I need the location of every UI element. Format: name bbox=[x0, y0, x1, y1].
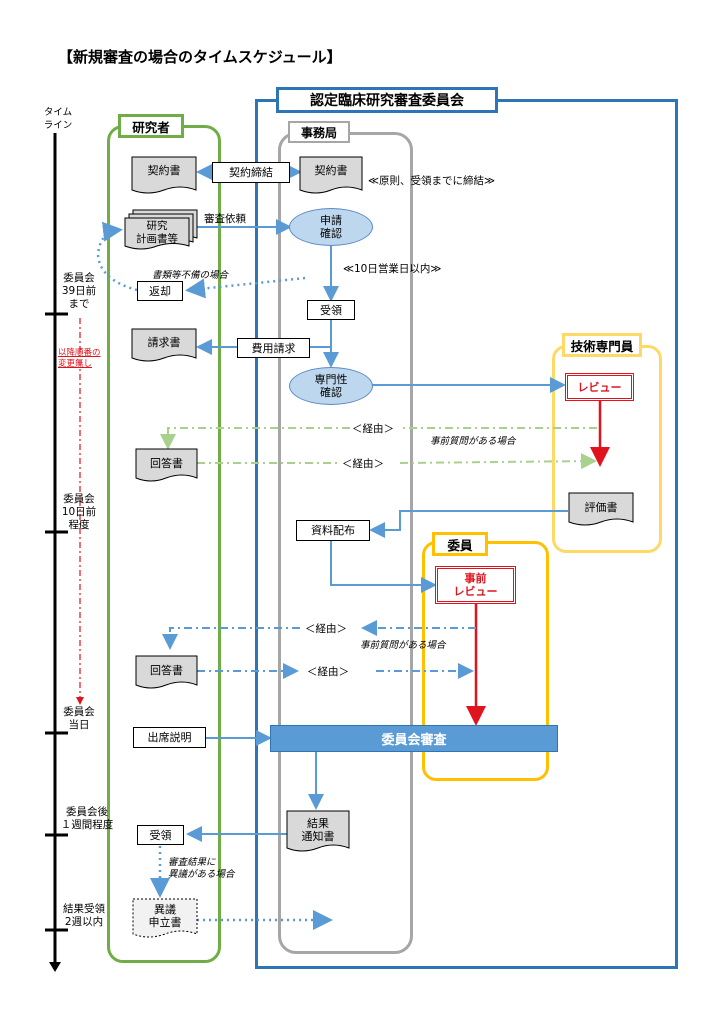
timeline-mark-39days: 委員会 39日前 まで bbox=[61, 272, 97, 310]
prior-question-note-2: 事前質問がある場合 bbox=[360, 640, 446, 651]
via-label-4: ＜経由＞ bbox=[307, 666, 349, 678]
via-label-1: ＜経由＞ bbox=[352, 423, 394, 435]
timeline-mark-day: 委員会 当日 bbox=[63, 706, 95, 731]
receipt-box: 受領 bbox=[307, 300, 355, 320]
office-lane-title: 事務局 bbox=[288, 121, 350, 143]
contract-note: ≪原則、受領までに締結≫ bbox=[368, 175, 495, 187]
invoice-doc: 請求書 bbox=[147, 336, 181, 349]
via-label-2: ＜経由＞ bbox=[342, 458, 384, 470]
timeline-red-note: 以降順番の 変更無し bbox=[58, 348, 101, 369]
timeline-mark-10days: 委員会 10日前 程度 bbox=[61, 493, 97, 531]
expert-review: レビュー bbox=[565, 373, 634, 401]
answer-doc-2: 回答書 bbox=[150, 664, 183, 677]
timeline-mark-2weeks: 結果受領 2週以内 bbox=[63, 903, 105, 928]
member-pre-review: 事前 レビュー bbox=[435, 566, 516, 604]
prior-question-note-1: 事前質問がある場合 bbox=[430, 436, 516, 447]
timeline-mark-1week: 委員会後 １週間程度 bbox=[60, 806, 114, 831]
page-title: 【新規審査の場合のタイムスケジュール】 bbox=[58, 48, 342, 66]
researcher-lane-title: 研究者 bbox=[118, 114, 184, 138]
committee-lane-title-text: 認定臨床研究審査委員会 bbox=[310, 93, 464, 109]
document-shapes bbox=[124, 156, 634, 938]
result-notice-doc: 結果 通知書 bbox=[301, 817, 335, 843]
plan-docs-doc: 研究 計画書等 bbox=[136, 220, 178, 245]
expertise-check: 専門性 確認 bbox=[289, 367, 373, 405]
fee-request-label: 費用請求 bbox=[237, 338, 310, 358]
committee-lane-title: 認定臨床研究審査委員会 bbox=[276, 87, 498, 113]
incomplete-note: 書類等不備の場合 bbox=[152, 270, 229, 281]
via-label-3: ＜経由＞ bbox=[305, 623, 347, 635]
objection-note: 審査結果に 異議がある場合 bbox=[168, 857, 235, 880]
expert-lane-title: 技術専門員 bbox=[562, 333, 642, 357]
objection-doc: 異議 申立書 bbox=[148, 903, 182, 929]
timeline-header: タイム ライン bbox=[43, 107, 73, 131]
contract-researcher-doc: 契約書 bbox=[147, 164, 181, 177]
distribute-box: 資料配布 bbox=[296, 520, 370, 541]
contract-office-doc: 契約書 bbox=[314, 164, 348, 177]
attend-box: 出席説明 bbox=[133, 727, 206, 748]
receipt2-box: 受領 bbox=[137, 825, 184, 845]
member-lane-title: 委員 bbox=[432, 532, 488, 556]
review-request-label: 審査依頼 bbox=[204, 213, 246, 225]
committee-meeting-label: 委員会審査 bbox=[381, 733, 447, 748]
return-box: 返却 bbox=[137, 281, 183, 301]
application-check: 申請 確認 bbox=[289, 208, 373, 246]
evaluation-doc: 評価書 bbox=[584, 501, 618, 514]
committee-meeting-bar: 委員会審査 bbox=[270, 725, 558, 752]
ten-days-note: ≪10日営業日以内≫ bbox=[343, 263, 442, 275]
contract-sign-label: 契約締結 bbox=[212, 162, 290, 183]
answer-doc-1: 回答書 bbox=[150, 457, 183, 470]
